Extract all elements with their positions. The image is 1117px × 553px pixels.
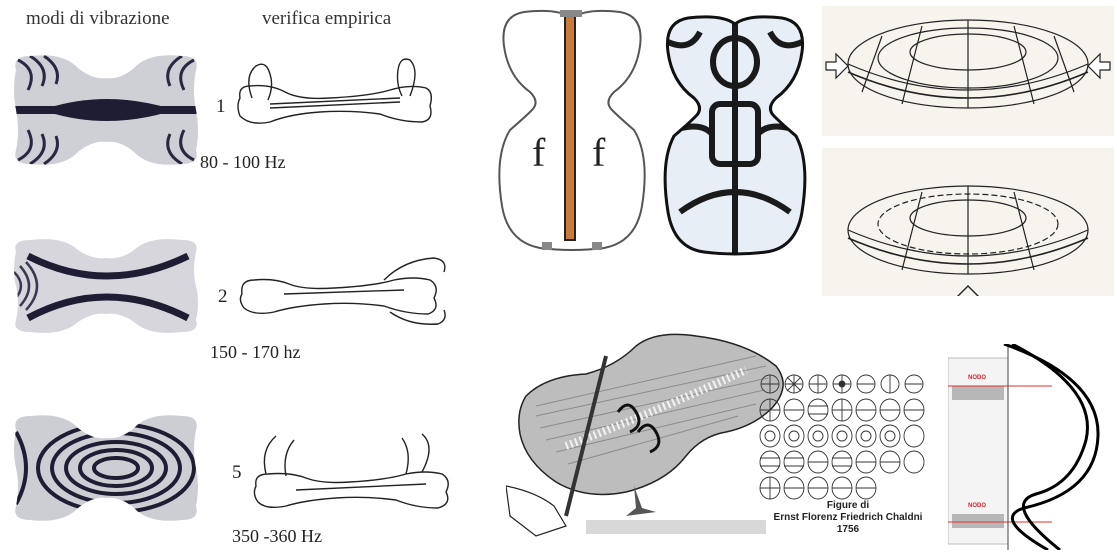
mode-1-plate-image [8, 50, 204, 170]
mode-1-number: 1 [216, 96, 226, 118]
svg-text:f: f [532, 130, 546, 175]
mode-2-number: 2 [218, 286, 228, 308]
mode-1-hands-illustration [230, 56, 440, 132]
modes-column-header: modi di vibrazione [26, 8, 170, 30]
mode-5-hands-illustration [246, 430, 462, 522]
mode-2-plate-image [8, 236, 204, 336]
mode-5-number: 5 [232, 462, 242, 484]
node-label-top: NODO [968, 375, 986, 381]
chladni-caption: Figure di Ernst Florenz Friedrich Chaldn… [736, 500, 960, 536]
arched-plate-diagrams [822, 6, 1114, 296]
violin-back-chladni-pattern [660, 12, 810, 256]
mode-1-frequency: 80 - 100 Hz [200, 152, 285, 173]
node-label-bottom: NODO [968, 503, 986, 509]
mode-2-frequency: 150 - 170 hz [210, 342, 300, 363]
mode-5-plate-image [8, 412, 204, 524]
violin-top-bassbar-diagram: f f [494, 6, 650, 254]
chladni-caption-line-2: Ernst Florenz Friedrich Chaldni [736, 512, 960, 524]
chladni-caption-line-1: Figure di [736, 500, 960, 512]
mode-5-frequency: 350 -360 Hz [232, 526, 322, 547]
mode-2-hands-illustration [234, 250, 450, 336]
svg-text:f: f [592, 130, 606, 175]
chladni-figures-grid [756, 372, 934, 502]
empirical-column-header: verifica empirica [262, 8, 391, 30]
chladni-caption-line-3: 1756 [736, 524, 960, 536]
